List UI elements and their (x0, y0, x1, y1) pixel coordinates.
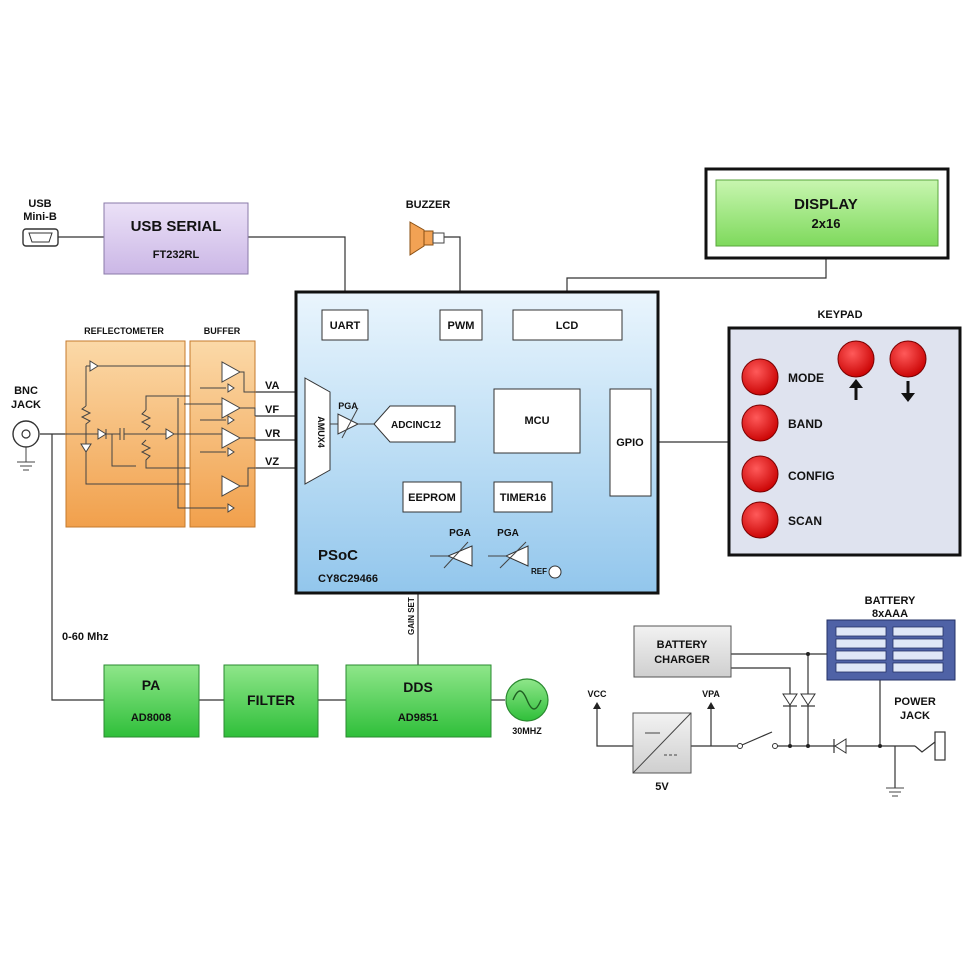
buzzer-label: BUZZER (406, 199, 451, 211)
scan-key-label: SCAN (788, 514, 822, 528)
freq-range-label: 0-60 Mhz (62, 631, 109, 643)
power-diodes (782, 652, 882, 754)
oscillator-freq: 30MHZ (512, 726, 542, 736)
buffer-amplifiers (177, 361, 256, 513)
psoc-block: UART PWM LCD AMUX4 PGA ADCINC12 MCU GPIO… (294, 290, 660, 595)
display-title: DISPLAY (794, 196, 858, 213)
timer-block (493, 481, 553, 513)
down-arrow-icon (901, 381, 915, 402)
usb-label-line1: USB (28, 198, 51, 210)
usb-serial-part: FT232RL (153, 249, 200, 261)
charger-label-line1: BATTERY (657, 639, 708, 651)
adc-block (373, 405, 456, 443)
pwm-block (439, 309, 483, 341)
vpa-rail: VPA (702, 689, 720, 709)
usb-port-inner (28, 232, 53, 243)
pa-part: AD8008 (131, 712, 171, 724)
uart-block (321, 309, 369, 341)
band-key[interactable] (741, 404, 779, 442)
power-jack-icon (934, 731, 946, 761)
bnc-label-line2: JACK (11, 399, 41, 411)
mcu-label: MCU (524, 415, 549, 427)
filter-title: FILTER (247, 692, 295, 708)
power-jack: POWER JACK (886, 696, 946, 797)
power-jack-line2: JACK (900, 710, 930, 722)
usb-connector: USB Mini-B (22, 198, 59, 247)
up-key[interactable] (837, 340, 875, 378)
dds-part: AD9851 (398, 712, 438, 724)
pwm-label: PWM (448, 320, 475, 332)
power-jack-line1: POWER (894, 696, 936, 708)
charger-label-line2: CHARGER (654, 654, 710, 666)
lcd-label: LCD (556, 320, 579, 332)
band-key-label: BAND (788, 417, 823, 431)
usb-label-line2: Mini-B (23, 211, 57, 223)
battery-pack: BATTERY 8xAAA (826, 595, 956, 681)
bnc-jack: BNC JACK (11, 385, 41, 471)
signal-va: VA (265, 380, 280, 392)
battery-label-line1: BATTERY (865, 595, 916, 607)
psoc-part: CY8C29466 (318, 573, 378, 585)
usb-serial-title: USB SERIAL (131, 218, 222, 235)
pa-title: PA (142, 677, 160, 693)
buffer: BUFFER (177, 326, 256, 528)
mode-key[interactable] (741, 358, 779, 396)
adc-label: ADCINC12 (391, 420, 441, 431)
usb-serial-block: USB SERIAL FT232RL (103, 202, 249, 275)
keypad-title: KEYPAD (817, 309, 862, 321)
dds-block: DDS AD9851 (345, 664, 492, 738)
display-module: DISPLAY 2x16 (704, 167, 950, 260)
eeprom-label: EEPROM (408, 492, 456, 504)
vpa-label: VPA (702, 689, 720, 699)
uart-label: UART (330, 320, 361, 332)
amux-block (304, 377, 331, 485)
filter-block: FILTER (223, 664, 319, 738)
scan-key[interactable] (741, 501, 779, 539)
display-size: 2x16 (812, 216, 841, 231)
ref-label: REF (531, 567, 547, 576)
signal-labels: VA VF VR VZ (265, 380, 280, 468)
pga1-label: PGA (449, 528, 471, 539)
buzzer-icon (409, 221, 425, 256)
down-key[interactable] (889, 340, 927, 378)
gpio-label: GPIO (616, 437, 644, 449)
reflectometer: REFLECTOMETER (65, 326, 190, 528)
gpio-block (609, 388, 652, 497)
battery-label-line2: 8xAAA (872, 608, 908, 620)
pga2-label: PGA (497, 528, 519, 539)
buzzer: BUZZER (406, 199, 451, 256)
psoc-name: PSoC (318, 547, 358, 564)
config-key-label: CONFIG (788, 469, 835, 483)
regulator-5v: 5V (632, 712, 692, 793)
battery-charger: BATTERY CHARGER (633, 625, 732, 678)
keypad: KEYPAD MODE BAND CONFIG SCAN (727, 309, 962, 557)
lcd-block (512, 309, 623, 341)
up-arrow-icon (849, 379, 863, 400)
oscillator: 30MHZ (505, 678, 549, 736)
signal-vz: VZ (265, 456, 279, 468)
signal-vr: VR (265, 428, 280, 440)
eeprom-block (402, 481, 462, 513)
dds-title: DDS (403, 679, 433, 695)
amux-label: AMUX4 (316, 416, 326, 448)
gain-set-label: GAIN SET (407, 597, 416, 635)
mcu-block (493, 388, 581, 454)
vcc-label: VCC (587, 689, 607, 699)
vcc-rail: VCC (587, 689, 607, 709)
bnc-label-line1: BNC (14, 385, 38, 397)
pga-top-label: PGA (338, 401, 358, 411)
config-key[interactable] (741, 455, 779, 493)
buffer-label: BUFFER (204, 326, 241, 336)
reflectometer-label: REFLECTOMETER (84, 326, 164, 336)
reflectometer-circuit (66, 360, 190, 485)
pa-block: PA AD8008 (103, 664, 200, 738)
timer-label: TIMER16 (500, 492, 546, 504)
regulator-label: 5V (655, 781, 669, 793)
mode-key-label: MODE (788, 371, 824, 385)
power-switch (737, 731, 778, 749)
signal-vf: VF (265, 404, 279, 416)
